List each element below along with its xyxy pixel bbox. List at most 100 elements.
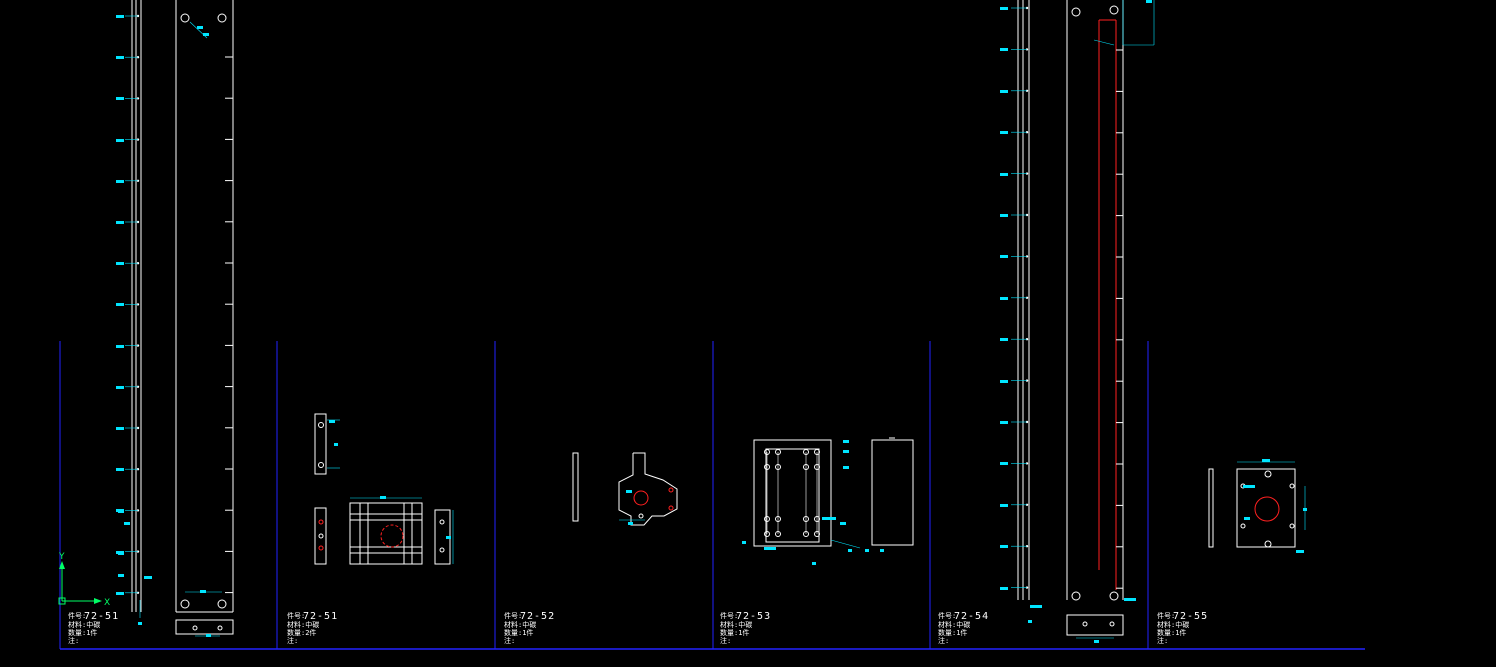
hole <box>318 422 324 428</box>
hole <box>638 513 644 519</box>
hole <box>318 462 324 468</box>
dim-text-mark <box>1262 459 1270 462</box>
dim-text-mark <box>118 552 124 555</box>
part-label: 72-52 <box>520 611 555 622</box>
hole <box>318 545 324 551</box>
hole <box>1109 591 1119 601</box>
hole <box>1289 523 1295 529</box>
part-label: 72-51 <box>84 611 119 622</box>
dim-text-mark <box>843 440 849 443</box>
bore-circle <box>633 490 649 506</box>
leader <box>1093 39 1115 46</box>
dim-text-mark <box>843 466 849 469</box>
dim-text-mark <box>206 634 211 637</box>
material-line: 材料:中碳 <box>287 620 319 629</box>
note-line: 注: <box>287 636 298 645</box>
dim-text-mark <box>1000 421 1008 424</box>
hole <box>1264 540 1272 548</box>
dim-text-mark <box>116 56 124 59</box>
dim-text-mark <box>1000 214 1008 217</box>
dim-text-mark <box>203 33 209 36</box>
dim-text-mark <box>1244 517 1250 520</box>
part-no-prefix: 件号: <box>504 611 522 620</box>
dim-text-mark <box>1030 605 1042 608</box>
dim-text-mark <box>446 536 451 539</box>
dim-text-mark <box>116 386 124 389</box>
dim-text-mark <box>116 262 124 265</box>
part-no-prefix: 件号: <box>938 611 956 620</box>
dim-text-mark <box>144 576 152 579</box>
dim-text-mark <box>116 592 124 595</box>
dim-text-mark <box>1303 508 1307 511</box>
dim-text-mark <box>865 549 869 552</box>
hole <box>217 599 227 609</box>
ucs-y-label: Y <box>58 552 65 562</box>
material-line: 材料:中碳 <box>720 620 752 629</box>
outline <box>175 619 234 635</box>
hole <box>217 13 227 23</box>
dim-text-mark <box>1000 297 1008 300</box>
hole <box>1109 621 1115 627</box>
hole <box>217 625 223 631</box>
dim-text-mark <box>116 221 124 224</box>
hole <box>1264 470 1272 478</box>
outline <box>359 502 369 565</box>
part-geometry <box>131 0 1296 636</box>
part-label: 72-55 <box>1173 611 1208 622</box>
hole <box>1071 591 1081 601</box>
part-label: 72-53 <box>736 611 771 622</box>
material-line: 材料:中碳 <box>1157 620 1189 629</box>
qty-line: 数量:1件 <box>938 628 967 637</box>
dimensions <box>116 0 1307 643</box>
bore-circle <box>380 524 404 548</box>
bracket-outline <box>618 452 678 526</box>
leader <box>830 539 861 549</box>
dim-text-mark <box>380 496 386 499</box>
outline <box>1208 468 1214 548</box>
dim-text-mark <box>1094 640 1099 643</box>
dim-text-mark <box>848 549 852 552</box>
dim-text-mark <box>880 549 884 552</box>
dim-text-mark <box>197 26 203 29</box>
qty-line: 数量:2件 <box>287 628 316 637</box>
qty-line: 数量:1件 <box>1157 628 1186 637</box>
dim-text-mark <box>138 622 142 625</box>
material-line: 材料:中碳 <box>68 620 100 629</box>
dim-text-mark <box>1243 485 1255 488</box>
qty-line: 数量:1件 <box>504 628 533 637</box>
dim-text-mark <box>1000 90 1008 93</box>
hole <box>192 625 198 631</box>
dim-text-mark <box>1000 7 1008 10</box>
material-line: 材料:中碳 <box>938 620 970 629</box>
outline <box>765 448 820 543</box>
dim-text-mark <box>118 510 124 513</box>
dim-text-mark <box>742 541 746 544</box>
dim-text-mark <box>628 522 633 525</box>
dim-text-mark <box>843 450 849 453</box>
dim-text-mark <box>116 97 124 100</box>
hole <box>318 533 324 539</box>
dim-text-mark <box>116 15 124 18</box>
hole <box>1071 7 1081 17</box>
dim-text-mark <box>626 490 632 493</box>
dim-text-mark <box>200 590 206 593</box>
outline <box>314 507 327 565</box>
hole <box>1082 621 1088 627</box>
outline <box>349 502 423 565</box>
hole <box>668 487 674 493</box>
note-line: 注: <box>68 636 79 645</box>
dim-text-mark <box>1000 173 1008 176</box>
drawing-frames <box>59 341 1365 650</box>
dim-text-mark <box>1000 338 1008 341</box>
dim-text-mark <box>1000 131 1008 134</box>
dim-text-mark <box>116 139 124 142</box>
dim-text-mark <box>812 562 816 565</box>
dim-text-mark <box>1000 504 1008 507</box>
dim-text-mark <box>116 180 124 183</box>
note-line: 注: <box>938 636 949 645</box>
